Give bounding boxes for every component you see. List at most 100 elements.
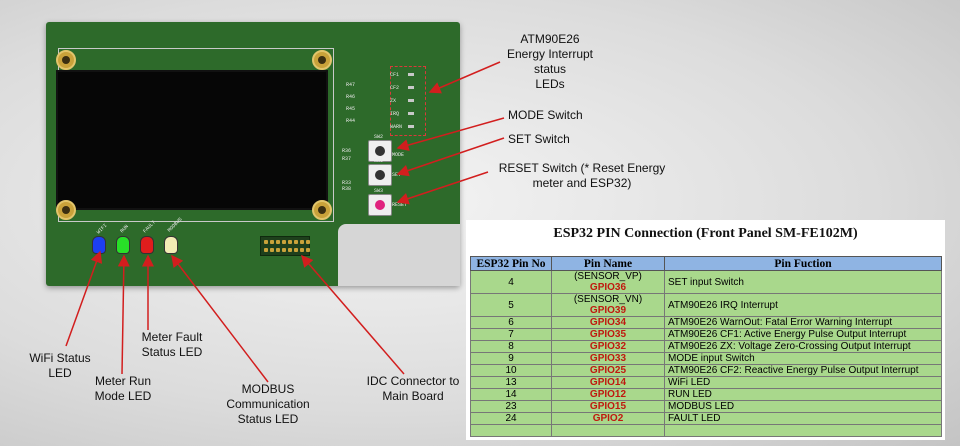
pin-number-cell xyxy=(470,424,552,437)
table-header-row: ESP32 Pin No Pin Name Pin Fuction xyxy=(470,256,942,271)
run-led-silk: RUN xyxy=(119,223,130,235)
resistor-ref: R47 xyxy=(346,82,356,88)
mounting-hole xyxy=(56,50,76,70)
table-title: ESP32 PIN Connection (Front Panel SM-FE1… xyxy=(553,226,858,241)
resistor-ref: R38 xyxy=(342,186,352,192)
mode-button-label: MODE xyxy=(392,152,405,158)
gpio-name: GPIO25 xyxy=(589,365,627,376)
status-led-label: CF2 xyxy=(390,85,400,91)
pin-name-cell: GPIO35 xyxy=(551,328,665,341)
run-led xyxy=(116,236,130,254)
status-led xyxy=(408,86,414,89)
pin-name-cell: GPIO15 xyxy=(551,400,665,413)
board-corner-cutout xyxy=(338,224,460,286)
idc-connector xyxy=(260,236,310,256)
gpio-name: GPIO35 xyxy=(589,329,627,340)
wifi-led-silk: WIFI xyxy=(95,222,109,236)
callout-run-led: Meter Run Mode LED xyxy=(94,374,152,403)
gpio-name: GPIO34 xyxy=(589,317,627,328)
pin-number-cell: 13 xyxy=(470,376,552,389)
gpio-name: GPIO32 xyxy=(589,341,627,352)
pin-function-cell: ATM90E26 ZX: Voltage Zero-Crossing Outpu… xyxy=(664,340,942,353)
pin-number-cell: 24 xyxy=(470,412,552,425)
pin-function-cell: FAULT LED xyxy=(664,412,942,425)
mode-button-ref: SW2 xyxy=(374,134,384,140)
reset-button-ref: SW3 xyxy=(374,188,384,194)
pin-name-cell: GPIO12 xyxy=(551,388,665,401)
pin-number-cell: 8 xyxy=(470,340,552,353)
pin-number-cell: 10 xyxy=(470,364,552,377)
idc-pin xyxy=(282,248,286,252)
set-button[interactable] xyxy=(368,164,392,186)
callout-fault-led: Meter Fault Status LED xyxy=(141,330,203,359)
pin-name-prefix: (SENSOR_VN) xyxy=(573,294,643,305)
gpio-name: GPIO12 xyxy=(589,389,627,400)
pin-name-cell: (SENSOR_VN) GPIO39 xyxy=(551,293,665,317)
reset-button[interactable] xyxy=(368,194,392,216)
pin-name-prefix: (SENSOR_VP) xyxy=(574,271,642,282)
set-button-ref: SW1 xyxy=(374,158,384,164)
pin-function-cell: SET input Switch xyxy=(664,270,942,294)
idc-pin xyxy=(288,240,292,244)
idc-pin xyxy=(270,248,274,252)
table-row: 24 GPIO2 FAULT LED xyxy=(470,412,942,425)
table-row: 10 GPIO25 ATM90E26 CF2: Reactive Energy Pu… xyxy=(470,364,942,377)
idc-pin xyxy=(306,240,310,244)
pin-table: ESP32 Pin No Pin Name Pin Fuction 4(SENS… xyxy=(470,256,942,437)
mode-button[interactable] xyxy=(368,140,392,162)
idc-pin xyxy=(270,240,274,244)
idc-pin xyxy=(288,248,292,252)
pin-function-cell: MODBUS LED xyxy=(664,400,942,413)
resistor-ref: R33 xyxy=(342,180,352,186)
pin-name-cell: GPIO2 xyxy=(551,412,665,425)
status-led-label: CF1 xyxy=(390,72,400,78)
pin-number-cell: 7 xyxy=(470,328,552,341)
gpio-name: GPIO2 xyxy=(592,413,624,424)
callout-reset-switch: RESET Switch (* Reset Energy meter and E… xyxy=(498,161,666,190)
resistor-ref: R36 xyxy=(342,148,352,154)
idc-pin xyxy=(306,248,310,252)
idc-pin xyxy=(300,248,304,252)
idc-pin xyxy=(276,240,280,244)
pin-number-cell: 4 xyxy=(470,270,552,294)
pin-function-cell: ATM90E26 IRQ Interrupt xyxy=(664,293,942,317)
set-button-label: SET xyxy=(392,172,402,178)
idc-pin xyxy=(282,240,286,244)
pin-function-cell: MODE input Switch xyxy=(664,352,942,365)
modbus-led xyxy=(164,236,178,254)
callout-modbus-led: MODBUS Communication Status LED xyxy=(226,382,310,426)
table-row: 6 GPIO34 ATM90E26 WarnOut: Fatal Error War… xyxy=(470,316,942,329)
pin-function-cell: ATM90E26 WarnOut: Fatal Error Warning In… xyxy=(664,316,942,329)
status-led-label: WARN xyxy=(390,124,403,130)
pin-name-cell: GPIO25 xyxy=(551,364,665,377)
idc-pin xyxy=(264,248,268,252)
pin-function-cell: RUN LED xyxy=(664,388,942,401)
resistor-ref: R46 xyxy=(346,94,356,100)
table-row xyxy=(470,424,942,437)
pin-name-cell: (SENSOR_VP) GPIO36 xyxy=(551,270,665,294)
gpio-name: GPIO33 xyxy=(589,353,627,364)
reset-button-label: RESET xyxy=(392,202,408,208)
fault-led xyxy=(140,236,154,254)
idc-pin xyxy=(300,240,304,244)
status-led xyxy=(408,73,414,76)
resistor-ref: R37 xyxy=(342,156,352,162)
gpio-name: GPIO14 xyxy=(589,377,627,388)
wifi-led xyxy=(92,236,106,254)
pin-number-cell: 6 xyxy=(470,316,552,329)
idc-pin xyxy=(294,248,298,252)
header-pin-name: Pin Name xyxy=(551,256,665,271)
callout-mode-switch: MODE Switch xyxy=(508,108,583,122)
pin-function-cell: ATM90E26 CF2: Reactive Energy Pulse Outp… xyxy=(664,364,942,377)
pin-function-cell: ATM90E26 CF1: Active Energy Pulse Output… xyxy=(664,328,942,341)
pin-name-cell: GPIO33 xyxy=(551,352,665,365)
gpio-name: GPIO39 xyxy=(589,305,627,316)
pin-name-cell: GPIO32 xyxy=(551,340,665,353)
header-pin-function: Pin Fuction xyxy=(664,256,942,271)
resistor-ref: R44 xyxy=(346,118,356,124)
